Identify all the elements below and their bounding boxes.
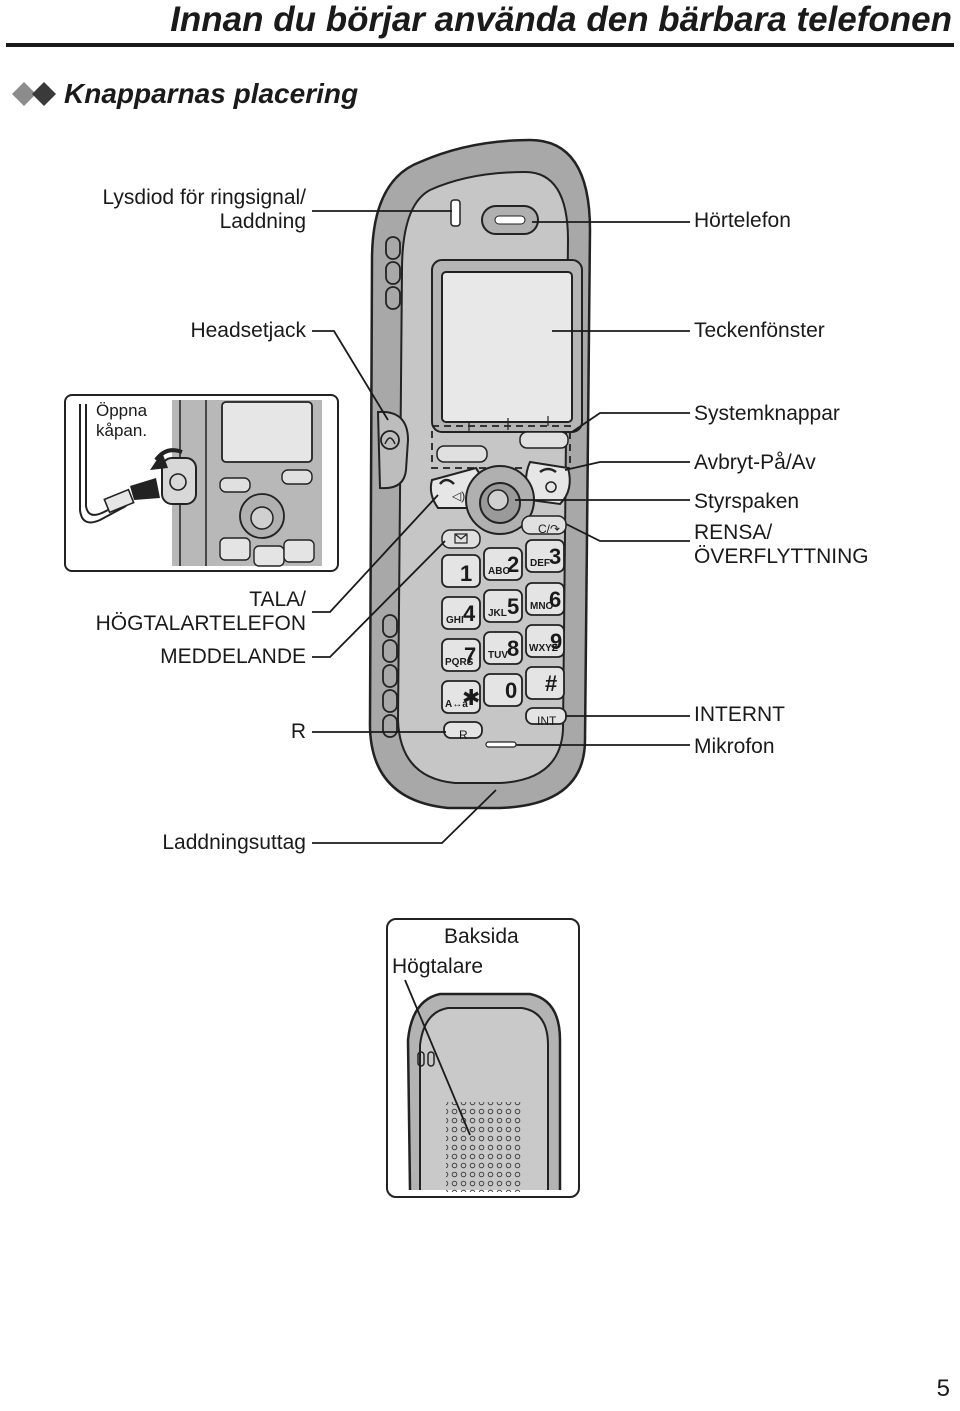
charge-contacts-label: Laddningsuttag — [162, 831, 306, 854]
keypad-keys[interactable] — [441, 539, 567, 739]
key-digit: 7 — [464, 643, 477, 668]
microphone-slot — [485, 741, 517, 748]
clear-key-label: C/↷ — [538, 522, 561, 536]
headset-jack — [376, 410, 410, 490]
key-digit: 8 — [507, 636, 520, 661]
section-title: Knapparnas placering — [64, 78, 359, 109]
joystick[interactable] — [465, 465, 535, 535]
display-label: Teckenfönster — [694, 319, 825, 342]
led-label: Lysdiod för ringsignal/ Laddning — [102, 186, 307, 233]
microphone-label: Mikrofon — [694, 735, 775, 758]
inset-open-cover — [79, 400, 322, 567]
key-digit: 0 — [505, 678, 518, 703]
key-digit: 4 — [463, 601, 476, 626]
receiver-slot — [481, 205, 539, 235]
leader-lines — [312, 210, 690, 844]
page-title: Innan du börjar använda den bärbara tele… — [170, 0, 952, 39]
page-number: 5 — [936, 1375, 950, 1402]
speaker-grille — [446, 1102, 522, 1192]
key-letters: MNO — [530, 601, 554, 612]
off-power-label: Avbryt-På/Av — [694, 451, 816, 474]
led-indicator — [450, 199, 461, 227]
key-letters: DEF — [530, 558, 550, 569]
key-digit: ✱ — [462, 685, 481, 710]
speaker-label: Högtalare — [392, 955, 484, 978]
key-digit: 9 — [550, 629, 563, 654]
svg-text:◁): ◁) — [451, 489, 465, 503]
title-rule — [6, 43, 954, 47]
key-letters: A↔a — [445, 699, 468, 710]
soft-keys[interactable] — [431, 416, 571, 469]
joystick-label: Styrspaken — [694, 490, 800, 513]
soft-keys-label: Systemknappar — [694, 402, 840, 425]
key-letters: PQRS — [445, 657, 474, 668]
key-digit: 3 — [549, 544, 562, 569]
int-key-label: INT — [537, 714, 557, 728]
section-heading: Knapparnas placering — [10, 76, 358, 112]
display-window — [431, 259, 583, 433]
key-letters: TUV — [488, 650, 508, 661]
key-letters: WXYZ — [529, 643, 558, 654]
message-key[interactable] — [441, 529, 481, 549]
back-title: Baksida — [444, 925, 519, 948]
r-key-callout: R — [290, 720, 306, 743]
key-digit: 1 — [460, 561, 473, 586]
key-digit: 6 — [549, 587, 562, 612]
off-power-key[interactable] — [525, 460, 571, 506]
clear-label: RENSA/ ÖVERFLYTTNING — [694, 521, 869, 568]
inset-frame — [64, 394, 339, 572]
key-letters: GHI — [446, 615, 464, 626]
message-label: MEDDELANDE — [160, 645, 306, 668]
key-digit: # — [545, 671, 558, 696]
key-letters: ABC — [488, 566, 510, 577]
receiver-label: Hörtelefon — [694, 209, 791, 232]
headset-jack-label: Headsetjack — [190, 319, 306, 342]
key-letters: JKL — [488, 608, 507, 619]
handset-back — [404, 979, 562, 1192]
r-key-label: R — [459, 728, 468, 742]
diamond-pair-icon — [12, 82, 56, 106]
intercom-label: INTERNT — [694, 703, 785, 726]
key-digit: 5 — [507, 594, 520, 619]
key-digit: 2 — [507, 552, 520, 577]
back-view-frame — [386, 918, 580, 1198]
talk-label: TALA/ HÖGTALARTELEFON — [95, 588, 306, 635]
open-cover-label: Öppna kåpan. — [96, 401, 148, 440]
